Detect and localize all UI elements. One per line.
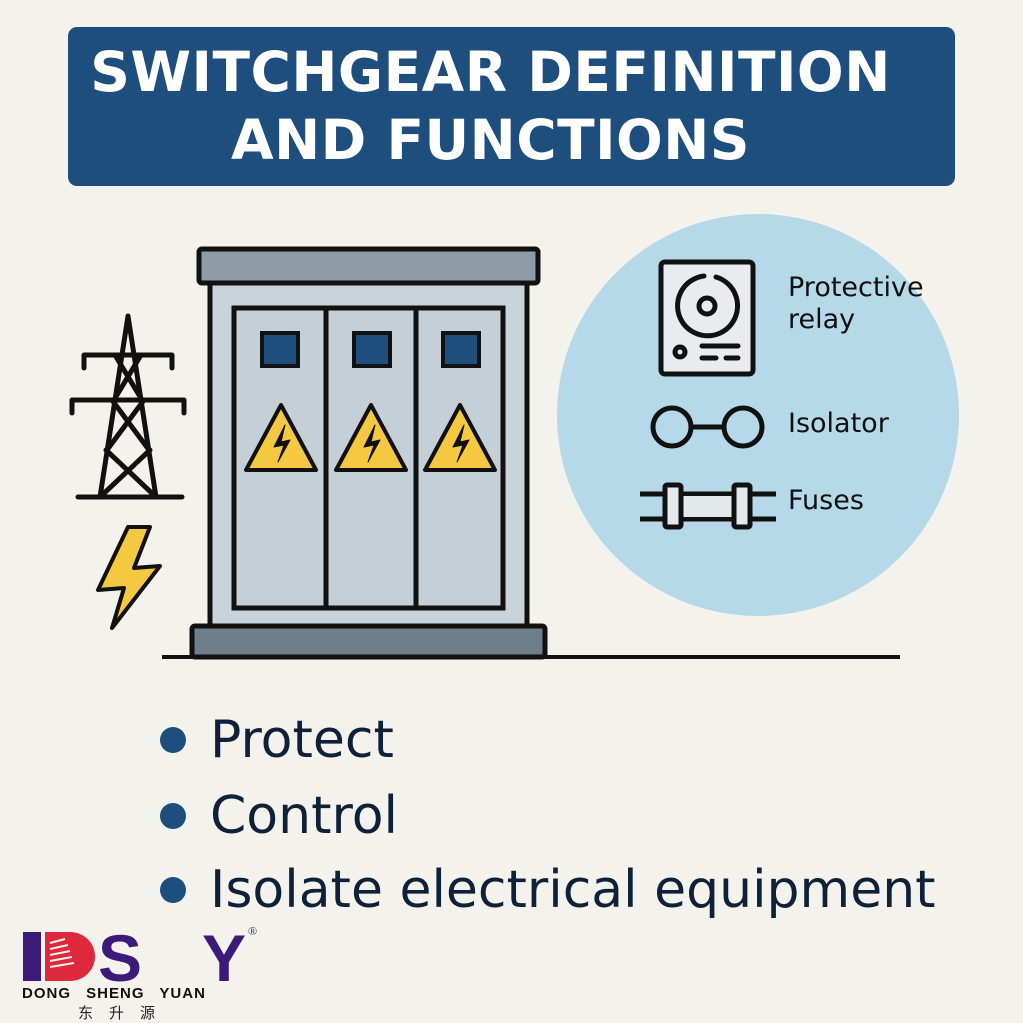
bullet-dot <box>160 727 186 753</box>
fuses-label: Fuses <box>788 485 864 516</box>
lightning-bolt-icon <box>96 525 162 630</box>
title-line-2: AND FUNCTIONS <box>231 108 750 172</box>
bullet-dot <box>160 877 186 903</box>
transmission-tower-icon <box>69 313 187 500</box>
protective-relay-label-line1: Protective <box>788 272 924 303</box>
protective-relay-label: Protective relay <box>788 272 924 336</box>
function-item: Protect <box>160 710 394 770</box>
dsy-logo: SY ® <box>23 925 257 995</box>
isolator-icon <box>650 405 765 449</box>
protective-relay-label-line2: relay <box>788 304 856 335</box>
logo-name-en: DONG SHENG YUAN <box>22 985 206 1002</box>
title-line-1: SWITCHGEAR DEFINITION <box>90 40 891 104</box>
svg-text:®: ® <box>248 925 257 938</box>
logo-name-cn: 东升源 <box>78 1004 172 1022</box>
function-item: Control <box>160 786 398 846</box>
function-text: Isolate electrical equipment <box>210 860 936 920</box>
isolator-label: Isolator <box>788 408 889 439</box>
function-item: Isolate electrical equipment <box>160 860 936 920</box>
fuse-icon <box>640 482 776 530</box>
protective-relay-icon <box>658 259 756 377</box>
warning-sign-icons <box>244 403 497 472</box>
function-text: Control <box>210 786 398 846</box>
function-text: Protect <box>210 710 394 770</box>
title-banner <box>68 27 955 186</box>
bullet-dot <box>160 803 186 829</box>
